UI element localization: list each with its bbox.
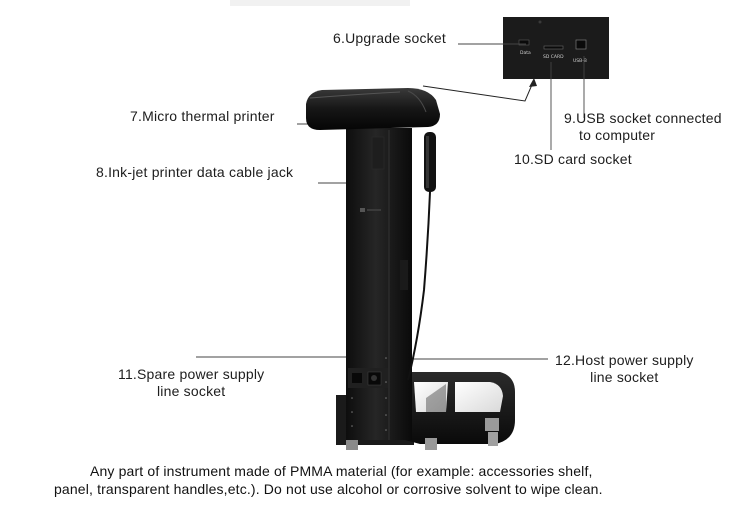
callout-usb-socket: 9.USB socket connected to computer (564, 110, 722, 144)
inset-connector-line (422, 79, 535, 102)
pmma-cleaning-note: Any part of instrument made of PMMA mate… (54, 462, 744, 498)
sd-slot-icon (543, 45, 564, 50)
usb-port-icon (575, 39, 587, 50)
callout-usb-socket-line2: to computer (579, 127, 656, 143)
sd-slot-label: SD CARD (543, 54, 564, 60)
device-head (306, 88, 440, 130)
callout-sd-card-socket: 10.SD card socket (514, 151, 632, 167)
note-line-1: Any part of instrument made of PMMA mate… (90, 463, 593, 479)
callout-host-power-socket: 12.Host power supply line socket (555, 352, 694, 386)
callout-spare-power-socket: 11.Spare power supply line socket (118, 366, 264, 400)
callout-host-power-line2: line socket (590, 369, 659, 385)
callout-upgrade-socket: 6.Upgrade socket (333, 30, 446, 46)
top-strip (230, 0, 410, 6)
handle-cable (407, 191, 431, 381)
device-column (346, 128, 412, 440)
callout-host-power-line1: 12.Host power supply (555, 352, 694, 368)
callout-spare-power-line2: line socket (157, 383, 226, 399)
data-port-icon (518, 39, 530, 46)
note-line-2: panel, transparent handles,etc.). Do not… (54, 481, 603, 497)
callout-micro-thermal-printer: 7.Micro thermal printer (130, 108, 275, 124)
foot-plate-left (414, 382, 448, 412)
callout-usb-socket-line1: 9.USB socket connected (564, 110, 722, 126)
callout-spare-power-line1: 11.Spare power supply (118, 366, 265, 382)
inset-connector-arrow (529, 78, 537, 87)
callout-inkjet-cable-jack: 8.Ink-jet printer data cable jack (96, 164, 294, 180)
analyzer-device (306, 88, 515, 450)
foot-plate-right (455, 382, 503, 412)
usb-port-label: USB-B (573, 58, 587, 64)
data-port-label: Data (520, 50, 531, 56)
port-inset: Data SD CARD USB-B (503, 17, 609, 79)
hand-grip (424, 132, 436, 192)
